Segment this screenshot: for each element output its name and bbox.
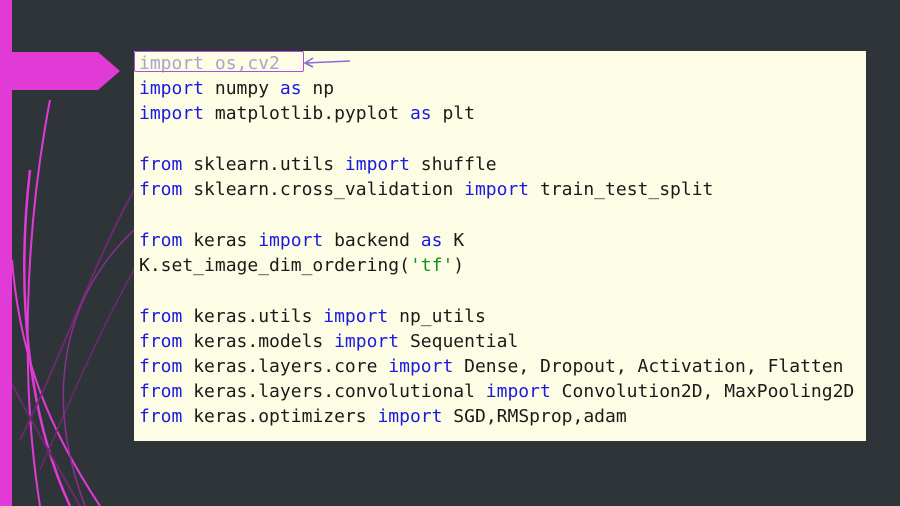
code-panel: import os,cv2 import numpy as np import …	[134, 51, 866, 441]
code-keyword: from	[139, 306, 183, 327]
code-text: sklearn.cross_validation	[182, 179, 465, 200]
code-keyword: import	[139, 53, 205, 74]
code-text: backend	[323, 230, 421, 251]
code-keyword: import	[334, 331, 400, 352]
code-text: SGD,RMSprop,adam	[442, 406, 627, 427]
code-keyword: import	[323, 306, 389, 327]
code-text: shuffle	[409, 154, 497, 175]
code-line-8: from keras import backend as K	[139, 228, 464, 253]
code-keyword: as	[420, 230, 443, 251]
code-text: keras.utils	[182, 306, 324, 327]
code-line-11: from keras.utils import np_utils	[139, 304, 486, 329]
code-text: np	[301, 78, 335, 99]
code-line-6: from sklearn.cross_validation import tra…	[139, 177, 713, 202]
code-keyword: from	[139, 381, 183, 402]
code-keyword: import	[464, 179, 530, 200]
code-keyword: as	[409, 103, 432, 124]
arrow-marker-icon	[12, 52, 120, 90]
code-text: Convolution2D, MaxPooling2D	[550, 381, 855, 402]
code-text: keras.optimizers	[182, 406, 378, 427]
code-line-5: from sklearn.utils import shuffle	[139, 152, 497, 177]
code-line-1: import os,cv2	[139, 51, 280, 76]
highlight-box	[134, 51, 304, 72]
code-text: keras.layers.convolutional	[182, 381, 486, 402]
code-keyword: from	[139, 179, 183, 200]
code-keyword: import	[377, 406, 443, 427]
code-keyword: import	[485, 381, 551, 402]
code-text: os,cv2	[204, 53, 280, 74]
code-text: keras.models	[182, 331, 335, 352]
code-keyword: import	[139, 103, 205, 124]
code-text: Dense, Dropout, Activation, Flatten	[453, 356, 844, 377]
code-keyword: import	[139, 78, 205, 99]
code-text: train_test_split	[529, 179, 714, 200]
code-line-13: from keras.layers.core import Dense, Dro…	[139, 354, 843, 379]
code-text: K	[442, 230, 465, 251]
code-keyword: import	[258, 230, 324, 251]
code-keyword: import	[388, 356, 454, 377]
code-text: numpy	[204, 78, 280, 99]
code-line-3: import matplotlib.pyplot as plt	[139, 101, 475, 126]
code-text: K.set_image_dim_ordering(	[139, 255, 410, 276]
code-text: keras.layers.core	[182, 356, 389, 377]
code-line-15: from keras.optimizers import SGD,RMSprop…	[139, 404, 627, 429]
code-keyword: from	[139, 356, 183, 377]
code-line-9: K.set_image_dim_ordering('tf')	[139, 253, 464, 278]
accent-bar	[0, 0, 12, 506]
code-keyword: import	[344, 154, 410, 175]
code-text: plt	[431, 103, 475, 124]
code-keyword: from	[139, 154, 183, 175]
code-text: matplotlib.pyplot	[204, 103, 410, 124]
code-text: sklearn.utils	[182, 154, 345, 175]
code-text: np_utils	[388, 306, 486, 327]
pointer-arrow-icon	[303, 57, 351, 68]
code-keyword: as	[279, 78, 302, 99]
code-string: 'tf'	[409, 255, 454, 276]
code-text: )	[453, 255, 465, 276]
code-keyword: from	[139, 230, 183, 251]
code-line-2: import numpy as np	[139, 76, 334, 101]
code-keyword: from	[139, 331, 183, 352]
code-text: keras	[182, 230, 259, 251]
code-text: Sequential	[399, 331, 519, 352]
code-line-12: from keras.models import Sequential	[139, 329, 518, 354]
code-keyword: from	[139, 406, 183, 427]
code-line-14: from keras.layers.convolutional import C…	[139, 379, 854, 404]
